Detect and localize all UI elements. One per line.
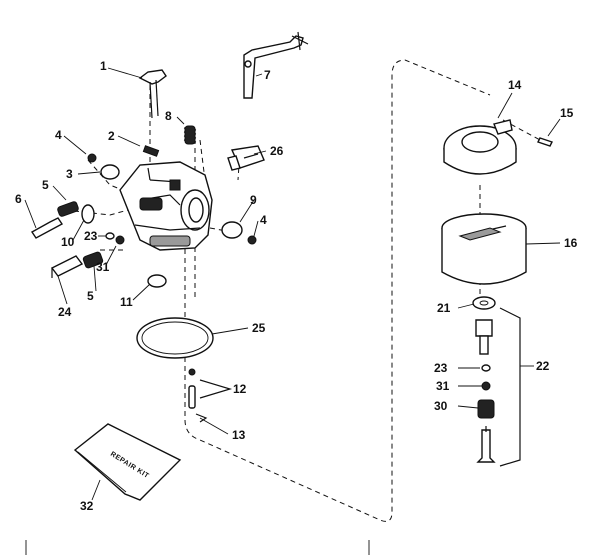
callout-30: 30 <box>434 399 448 413</box>
callout-32: 32 <box>80 499 94 513</box>
callout-25: 25 <box>252 321 266 335</box>
repair-kit-part: REPAIR KIT <box>73 423 182 501</box>
float-bowl-assembly <box>441 119 553 463</box>
spring-8-part <box>183 125 197 145</box>
pins-12-13-parts <box>188 368 208 423</box>
callout-26: 26 <box>270 144 284 158</box>
callout-10: 10 <box>61 235 75 249</box>
callout-16: 16 <box>564 236 578 250</box>
gasket-ring-part <box>136 317 214 359</box>
callout-24: 24 <box>58 305 72 319</box>
callout-3: 3 <box>66 167 73 181</box>
callout-4-right: 4 <box>260 213 267 227</box>
fuel-inlet-part <box>227 145 265 171</box>
callout-22: 22 <box>536 359 550 373</box>
callout-5-lower: 5 <box>87 289 94 303</box>
callout-13: 13 <box>232 428 246 442</box>
callout-23-right: 23 <box>434 361 448 375</box>
scan-edge-marks <box>25 540 370 555</box>
callout-21: 21 <box>437 301 451 315</box>
callout-6: 6 <box>15 192 22 206</box>
choke-shaft-part <box>138 69 167 119</box>
callout-31-left: 31 <box>96 260 110 274</box>
small-parts-left <box>30 145 257 288</box>
callout-8: 8 <box>165 109 172 123</box>
callout-5-upper: 5 <box>42 178 49 192</box>
callout-4-left: 4 <box>55 128 62 142</box>
callout-15: 15 <box>560 106 574 120</box>
callout-14: 14 <box>508 78 522 92</box>
callout-31-right: 31 <box>436 379 450 393</box>
callout-23-left: 23 <box>84 229 98 243</box>
callout-2: 2 <box>108 129 115 143</box>
callout-12: 12 <box>233 382 247 396</box>
bracket-lines <box>199 307 521 467</box>
callout-labels: 1 7 8 2 4 3 5 6 26 9 4 10 23 31 5 24 11 … <box>15 59 578 513</box>
throttle-lever-part <box>243 31 309 99</box>
callout-1: 1 <box>100 59 107 73</box>
leader-lines <box>24 67 561 501</box>
callout-11: 11 <box>120 295 133 309</box>
carburetor-body <box>119 161 213 251</box>
callout-7: 7 <box>264 68 271 82</box>
callout-9: 9 <box>250 193 257 207</box>
